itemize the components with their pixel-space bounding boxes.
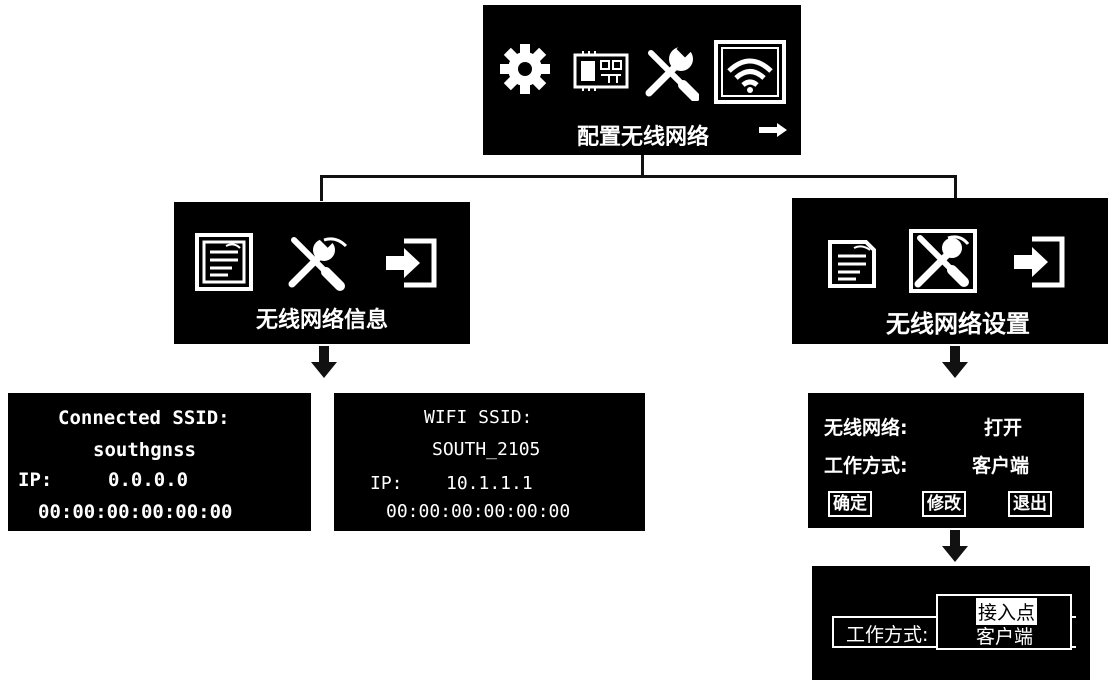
- top-menu-screen: 配置无线网络: [483, 5, 801, 155]
- wifi-tools-icon[interactable]: [906, 226, 980, 296]
- wifi-ssid-value: SOUTH_2105: [432, 439, 541, 460]
- connector-horizontal: [320, 175, 957, 178]
- wifi-tools-icon[interactable]: [286, 232, 348, 292]
- down-arrow-right: [942, 346, 968, 378]
- mode-select-screen: 工作方式: 接入点 客户端: [812, 566, 1090, 680]
- connector-left-drop: [320, 175, 323, 201]
- wireless-settings-screen: 无线网络设置: [792, 198, 1108, 344]
- confirm-button[interactable]: 确定: [828, 491, 872, 517]
- modify-button[interactable]: 修改: [922, 491, 966, 517]
- wireless-settings-title: 无线网络设置: [886, 310, 1030, 338]
- exit-button[interactable]: 退出: [1008, 491, 1052, 517]
- info-document-icon[interactable]: [826, 238, 878, 290]
- wireless-value[interactable]: 打开: [984, 417, 1023, 439]
- ip-value: 0.0.0.0: [108, 469, 189, 491]
- top-menu-title: 配置无线网络: [576, 125, 709, 150]
- mac-address: 00:00:00:00:00:00: [38, 501, 233, 523]
- connector-right-drop: [954, 175, 957, 199]
- exit-icon[interactable]: [1010, 236, 1066, 288]
- ip-value: 10.1.1.1: [446, 473, 533, 494]
- exit-icon[interactable]: [382, 238, 438, 288]
- mac-address: 00:00:00:00:00:00: [386, 501, 571, 522]
- mode-label: 工作方式:: [824, 455, 908, 477]
- wifi-icon[interactable]: [713, 39, 787, 105]
- settings-detail-screen: 无线网络: 打开 工作方式: 客户端 确定 修改 退出: [808, 393, 1084, 528]
- wireless-info-screen: 无线网络信息: [174, 202, 470, 344]
- wireless-info-title: 无线网络信息: [255, 308, 388, 333]
- circuit-board-icon[interactable]: [573, 51, 629, 91]
- connected-ssid-value: southgnss: [93, 439, 196, 461]
- down-arrow-mode: [942, 530, 968, 562]
- connector-vertical-top: [641, 155, 644, 177]
- wireless-label: 无线网络:: [824, 417, 908, 439]
- connected-ssid-label: Connected SSID:: [58, 407, 230, 429]
- down-arrow-left: [311, 346, 337, 378]
- dropdown-option[interactable]: 客户端: [976, 626, 1034, 648]
- info-document-icon[interactable]: [194, 232, 254, 292]
- ip-label: IP:: [18, 469, 53, 491]
- gear-icon[interactable]: [497, 41, 553, 97]
- mode-value[interactable]: 客户端: [972, 455, 1030, 477]
- wifi-ssid-label: WIFI SSID:: [424, 407, 533, 428]
- arrow-right-icon[interactable]: [759, 123, 787, 137]
- dropdown-option[interactable]: 接入点: [976, 598, 1038, 625]
- mode-select-label: 工作方式:: [846, 624, 929, 646]
- ip-label: IP:: [370, 473, 403, 494]
- wifi-ssid-screen: WIFI SSID: SOUTH_2105 IP: 10.1.1.1 00:00…: [334, 393, 645, 531]
- tools-icon[interactable]: [641, 43, 699, 101]
- connected-ssid-screen: Connected SSID: southgnss IP: 0.0.0.0 00…: [8, 393, 311, 531]
- mode-dropdown[interactable]: 接入点 客户端: [936, 594, 1072, 650]
